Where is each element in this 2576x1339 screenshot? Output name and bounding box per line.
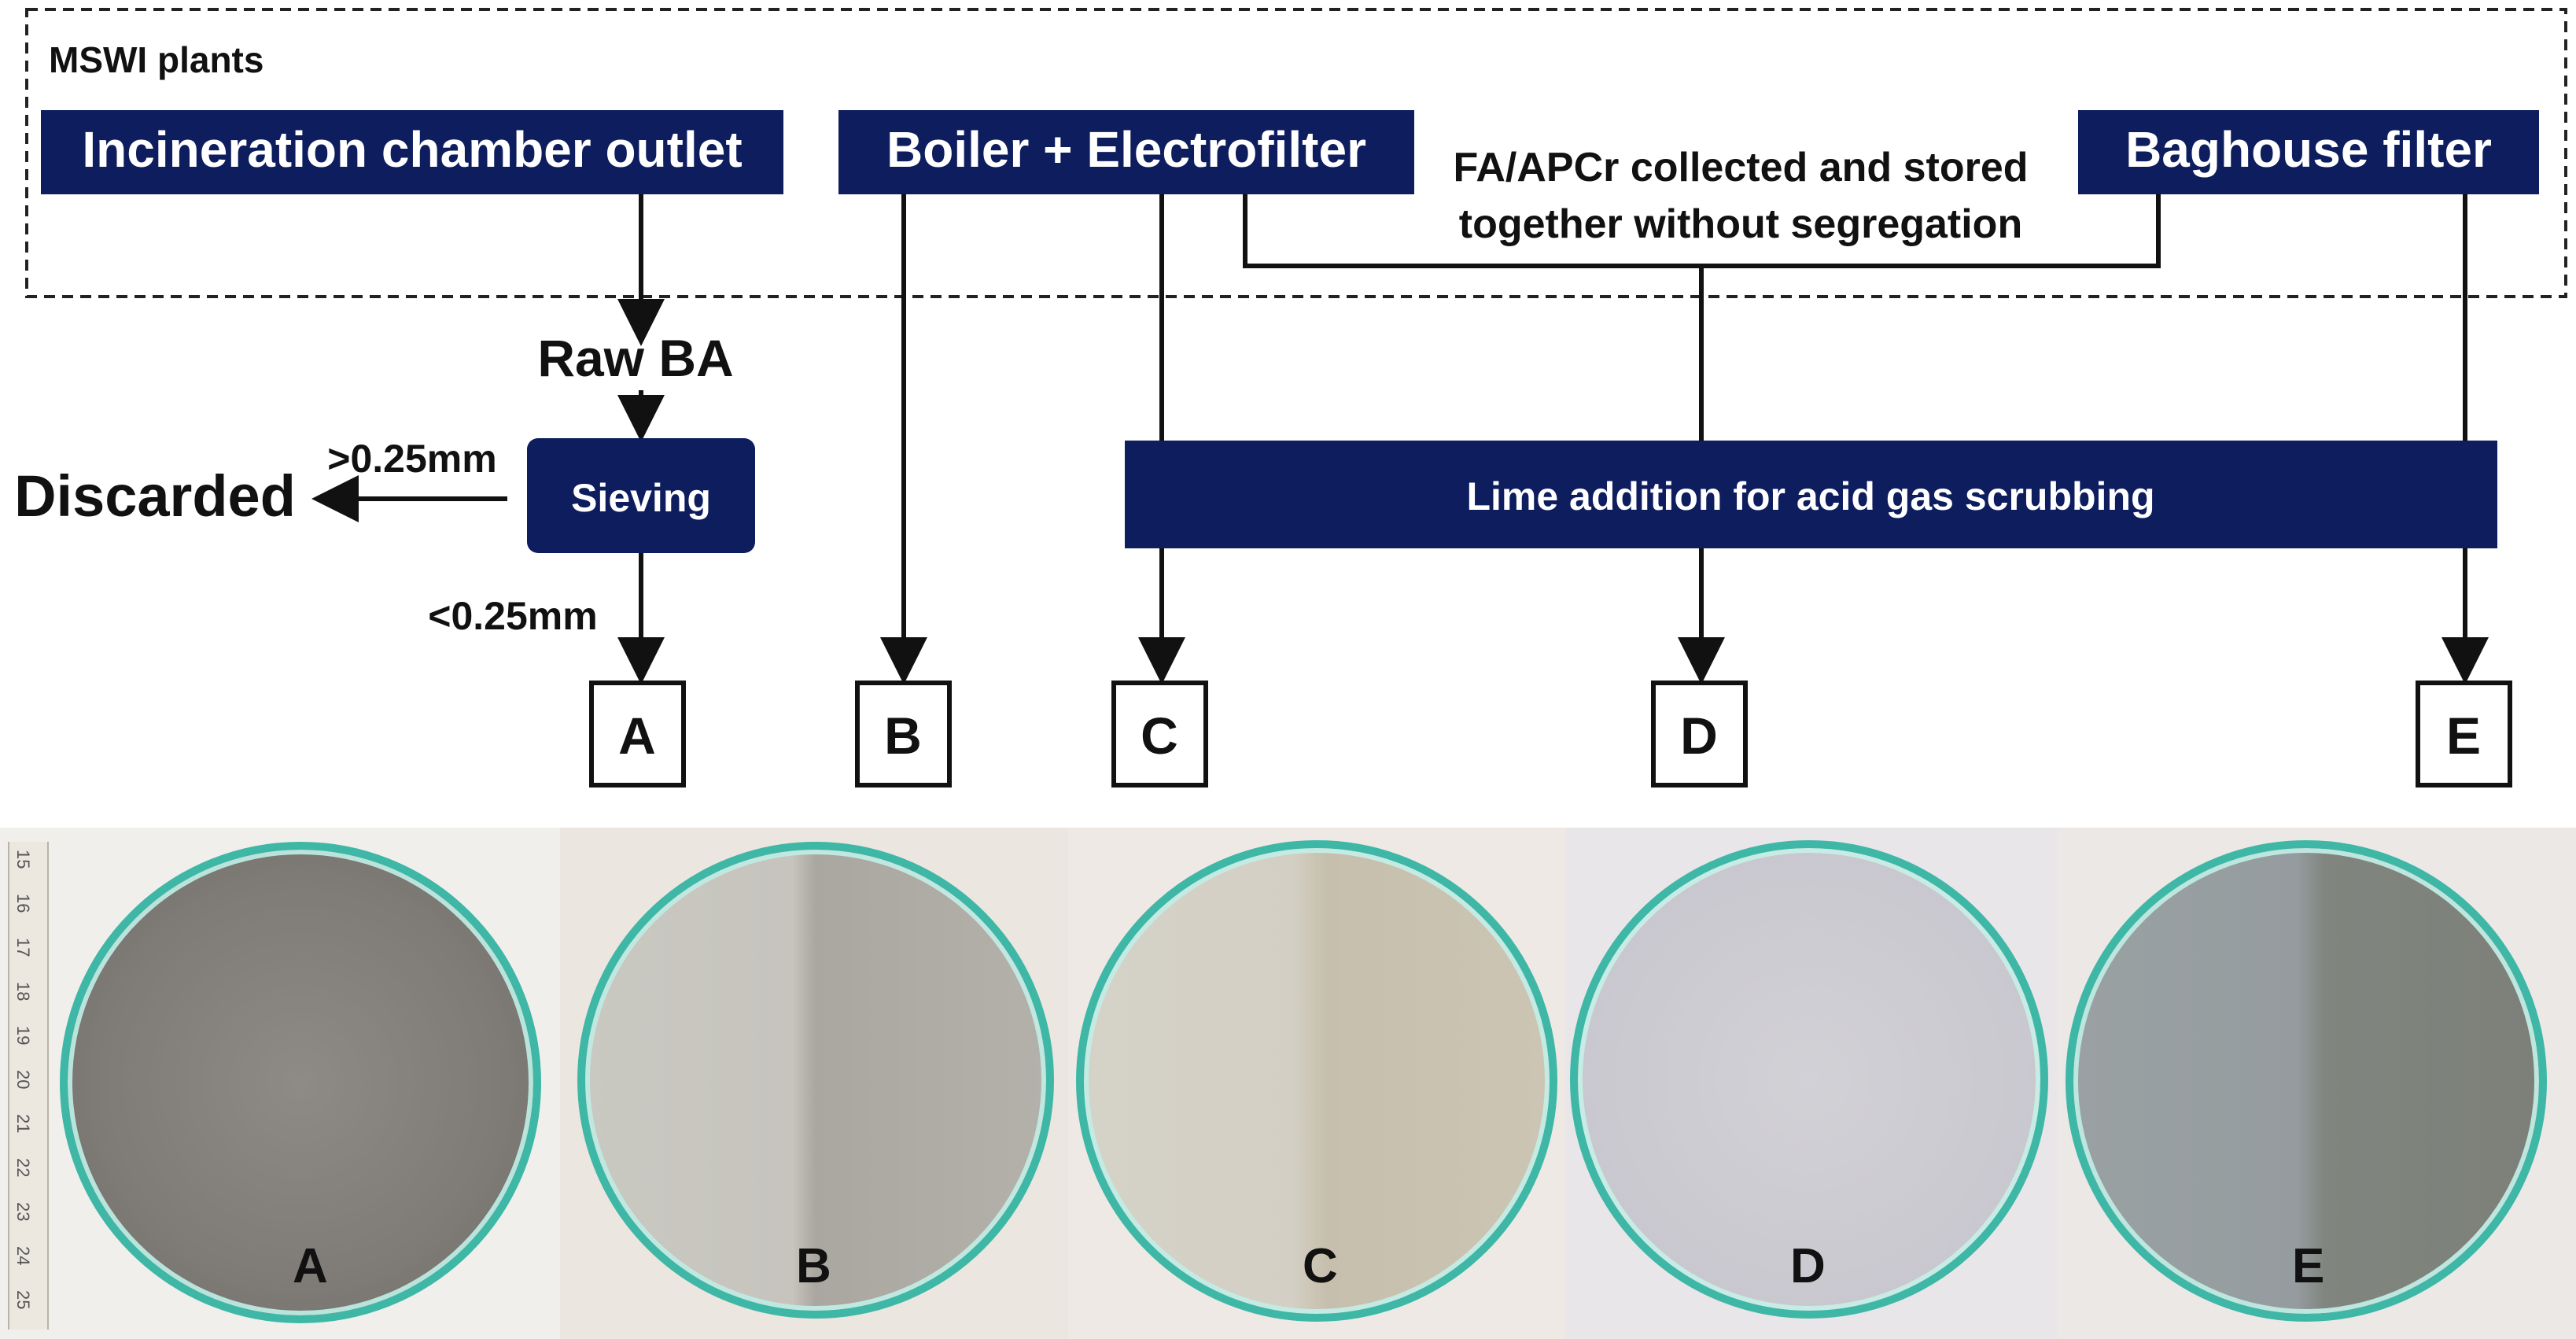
sample-label-a: A (618, 706, 656, 765)
sieving-box-label: Sieving (571, 476, 711, 520)
photo-label-a: A (293, 1239, 328, 1293)
sample-photos: 15 16 17 18 19 20 21 22 23 24 25 A B C D… (0, 828, 2576, 1339)
petri-dish-e (2066, 840, 2547, 1322)
petri-dish-c (1076, 840, 1557, 1322)
over-size-label: >0.25mm (327, 437, 496, 481)
petri-dish-b (577, 842, 1054, 1319)
photo-label-d: D (1790, 1239, 1826, 1293)
mswi-plants-label: MSWI plants (49, 39, 263, 80)
photo-c: C (1068, 828, 1565, 1339)
baghouse-box (2078, 110, 2539, 194)
photo-label-b: B (796, 1239, 831, 1293)
lime-box-label: Lime addition for acid gas scrubbing (1466, 474, 2154, 518)
petri-dish-d (1570, 840, 2048, 1319)
boiler-box (838, 110, 1414, 194)
sample-box-b (855, 681, 952, 788)
under-size-label: <0.25mm (428, 594, 597, 638)
petri-dish-a (60, 842, 541, 1323)
collected-note-line2: together without segregation (1459, 201, 2022, 247)
ruler: 15 16 17 18 19 20 21 22 23 24 25 (8, 842, 49, 1330)
incineration-box-label: Incineration chamber outlet (82, 121, 742, 178)
photo-b: B (560, 828, 1068, 1339)
incineration-box (41, 110, 783, 194)
boiler-box-label: Boiler + Electrofilter (886, 121, 1366, 178)
sample-label-b: B (884, 706, 922, 765)
lime-box (1125, 441, 2497, 548)
mswi-plants-group (25, 8, 2567, 298)
collected-note-line1: FA/APCr collected and stored (1453, 145, 2028, 190)
photo-label-c: C (1303, 1239, 1338, 1293)
photo-label-e: E (2292, 1239, 2325, 1293)
discarded-label: Discarded (14, 463, 296, 529)
sample-label-e: E (2446, 706, 2481, 765)
sample-label-d: D (1680, 706, 1718, 765)
photo-d: D (1565, 828, 2058, 1339)
photo-e: E (2058, 828, 2576, 1339)
sample-box-c (1111, 681, 1208, 788)
sieving-box (527, 438, 755, 553)
raw-ba-label: Raw BA (537, 329, 733, 387)
baghouse-box-label: Baghouse filter (2125, 121, 2492, 178)
sample-box-e (2416, 681, 2512, 788)
process-flow-diagram: MSWI plants Incineration chamber outlet … (14, 8, 2567, 788)
sample-box-d (1651, 681, 1748, 788)
sample-box-a (589, 681, 686, 788)
photo-a: 15 16 17 18 19 20 21 22 23 24 25 A (0, 828, 560, 1339)
sample-label-c: C (1141, 706, 1178, 765)
